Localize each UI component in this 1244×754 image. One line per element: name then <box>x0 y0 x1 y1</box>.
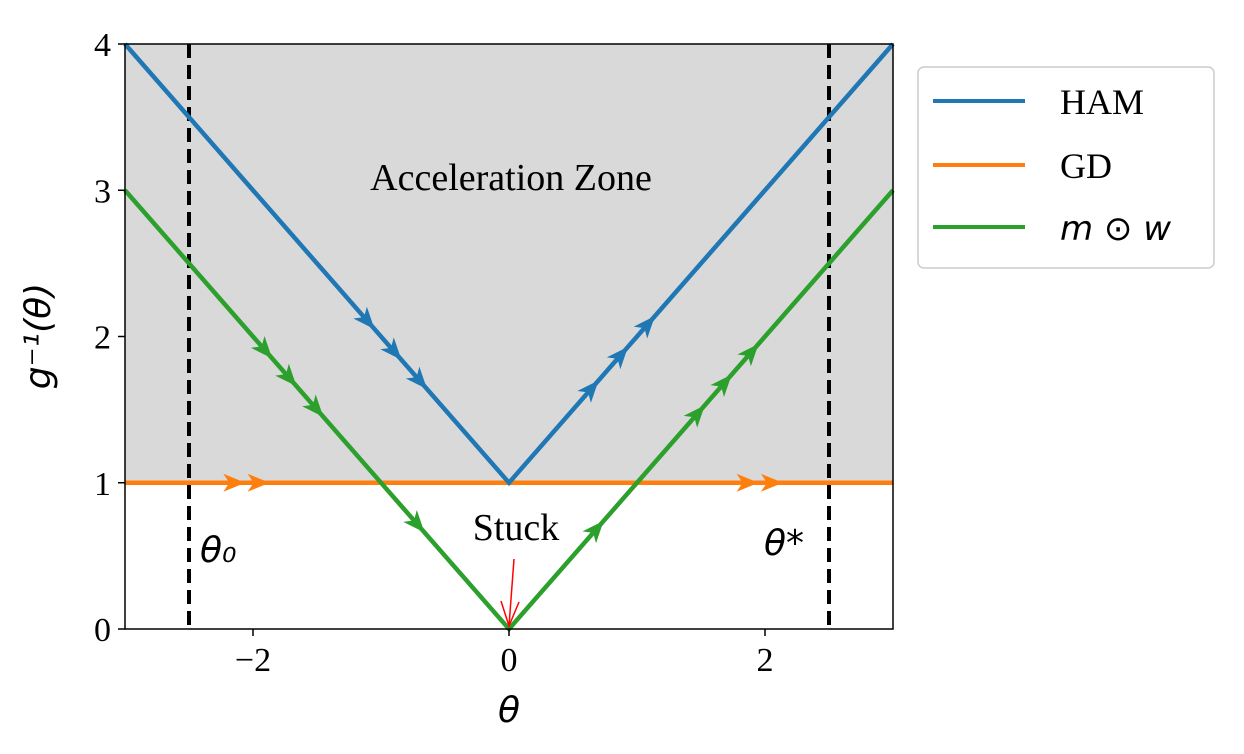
flow-arrow <box>633 316 655 339</box>
stuck-arrow-head <box>500 600 520 629</box>
flow-arrow <box>250 335 273 359</box>
flow-arrow <box>582 520 604 544</box>
zone-label: Acceleration Zone <box>370 157 652 199</box>
x-tick-label: 2 <box>757 642 774 679</box>
flow-arrow <box>577 380 599 403</box>
legend: HAM GD m ⊙ w <box>917 66 1215 269</box>
x-axis-label: θ <box>498 690 520 731</box>
vline-label-theta0: θ₀ <box>200 530 236 571</box>
flow-arrow <box>380 337 402 360</box>
flow-arrow <box>737 343 759 367</box>
y-axis-label: g⁻¹(θ) <box>18 283 59 389</box>
acceleration-zone <box>125 44 893 483</box>
annotation-stuck: Stuck <box>473 507 560 549</box>
x-tick-label: −2 <box>235 642 271 679</box>
vline-label-thetastar: θ* <box>764 523 804 564</box>
y-tick-label: 1 <box>94 466 111 503</box>
flow-arrow <box>275 363 297 387</box>
flow-arrow <box>223 473 246 492</box>
flow-arrow <box>403 509 425 533</box>
flow-arrow <box>683 405 705 428</box>
flow-arrow <box>302 394 324 417</box>
flow-arrow <box>736 473 759 492</box>
flow-arrow <box>606 346 629 370</box>
flow-arrow <box>710 374 732 398</box>
y-tick-label: 4 <box>94 27 111 64</box>
legend-label-gd: GD <box>1060 146 1112 186</box>
stuck-arrow <box>508 558 515 627</box>
flow-arrow <box>247 473 270 492</box>
flow-arrow <box>405 366 428 390</box>
flow-arrow <box>353 306 375 330</box>
legend-label-mw: m ⊙ w <box>1060 209 1171 249</box>
legend-label-ham: HAM <box>1060 82 1144 122</box>
y-tick-label: 3 <box>94 173 111 210</box>
x-tick-label: 0 <box>501 642 518 679</box>
flow-arrow <box>760 473 783 492</box>
y-tick-label: 0 <box>94 612 111 649</box>
series-line-0 <box>123 42 895 487</box>
y-tick-label: 2 <box>94 320 111 357</box>
